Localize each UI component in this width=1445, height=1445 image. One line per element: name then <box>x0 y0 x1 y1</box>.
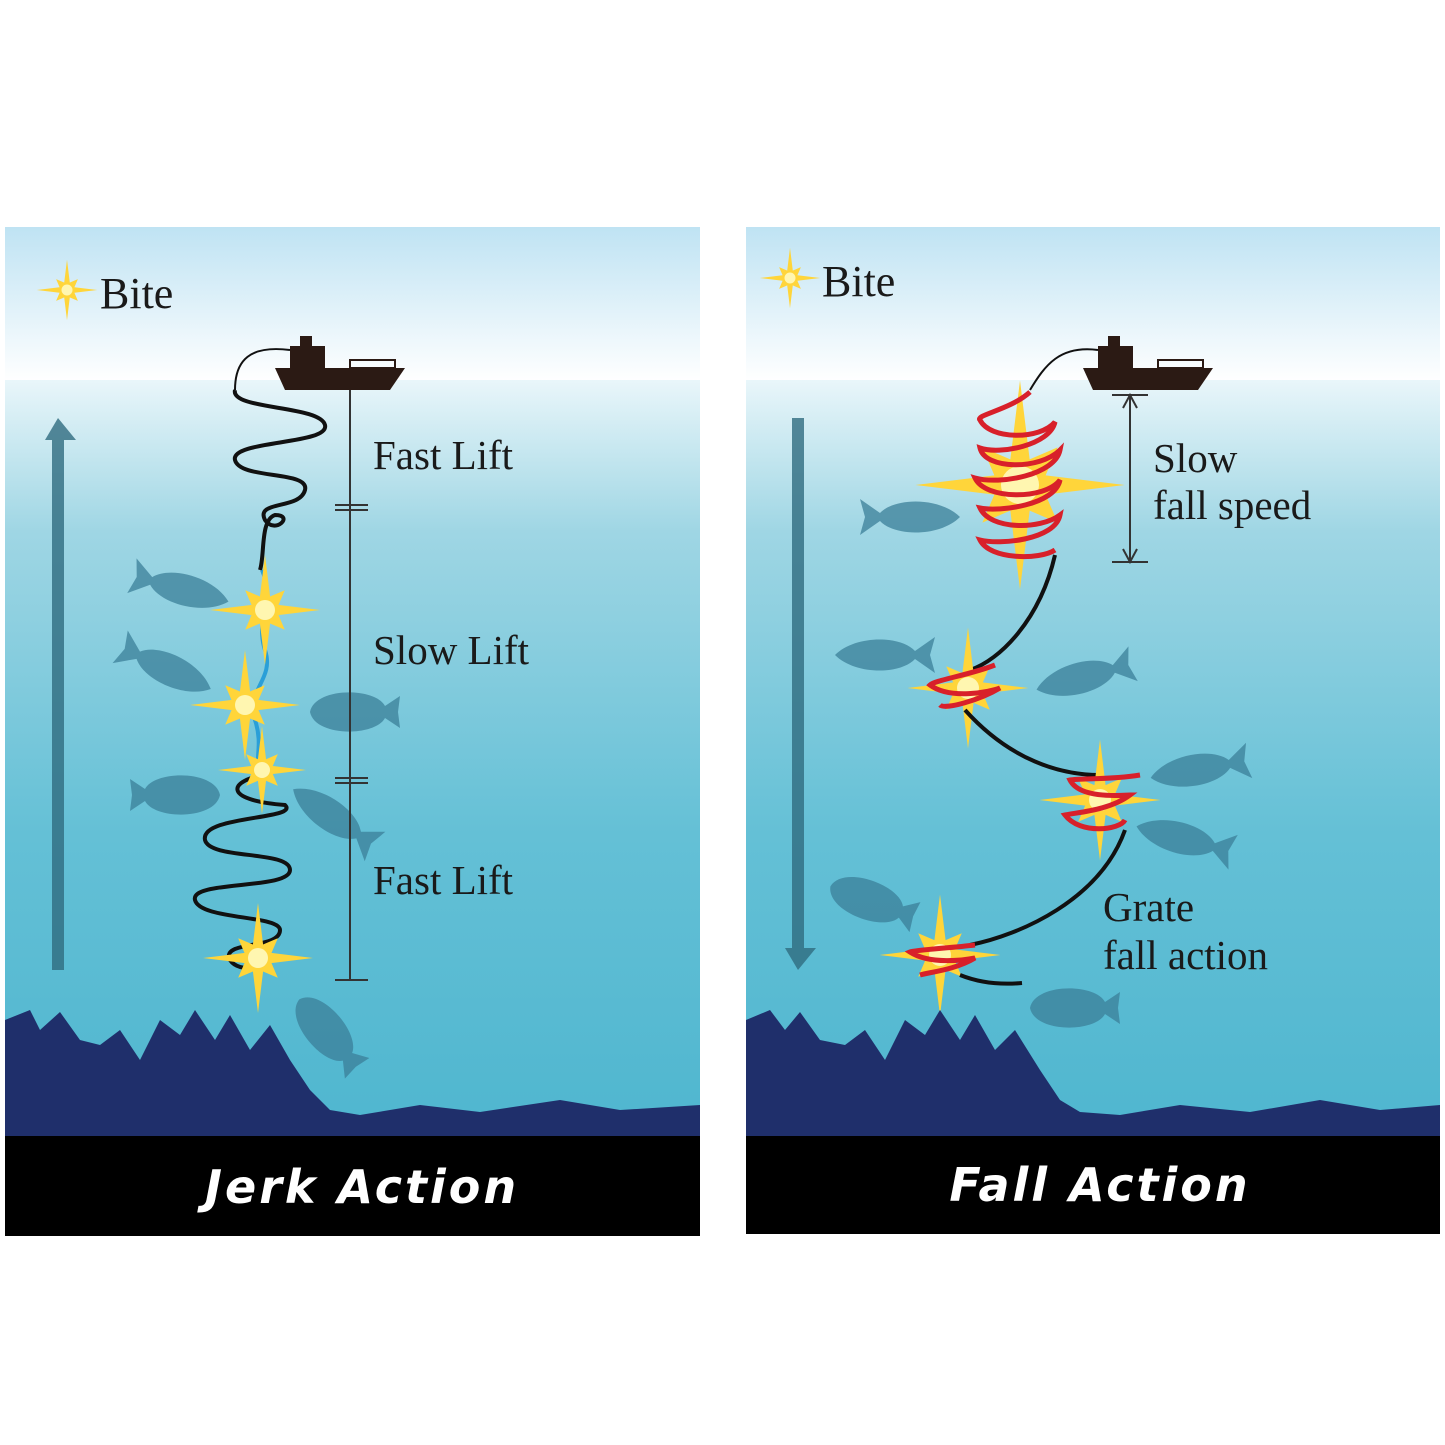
label-fast-lift-bottom: Fast Lift <box>373 857 514 903</box>
seabed <box>746 1010 1440 1136</box>
label-fall-speed: fall speed <box>1153 482 1311 528</box>
label-fall-action: fall action <box>1103 932 1268 978</box>
footer-bar <box>746 1136 1440 1234</box>
jig-line-fast-top <box>233 389 327 571</box>
water <box>5 380 700 1136</box>
bite-legend: Bite <box>822 257 895 306</box>
label-slow: Slow <box>1153 435 1238 481</box>
dimension-lines <box>335 390 368 981</box>
label-fast-lift-top: Fast Lift <box>373 432 514 478</box>
jerk-action-panel: Bite Fast Lift Slow Lift Fast Lift <box>5 227 700 1236</box>
sky <box>5 227 700 382</box>
up-arrow-icon <box>52 440 64 970</box>
jig-falling-slow <box>970 390 1065 560</box>
down-arrow-icon <box>792 418 804 948</box>
panel-title-fall-action: Fall Action <box>949 1158 1250 1212</box>
seabed <box>5 1010 700 1136</box>
sky <box>746 227 1440 382</box>
dimension-lines <box>1112 392 1148 565</box>
footer-bar <box>5 1136 700 1236</box>
bite-legend: Bite <box>100 269 173 318</box>
fall-action-panel: Bite Slow fall <box>746 227 1440 1234</box>
label-slow-lift: Slow Lift <box>373 627 530 673</box>
label-grate: Grate <box>1103 884 1194 930</box>
panel-title-jerk-action: Jerk Action <box>197 1160 519 1214</box>
